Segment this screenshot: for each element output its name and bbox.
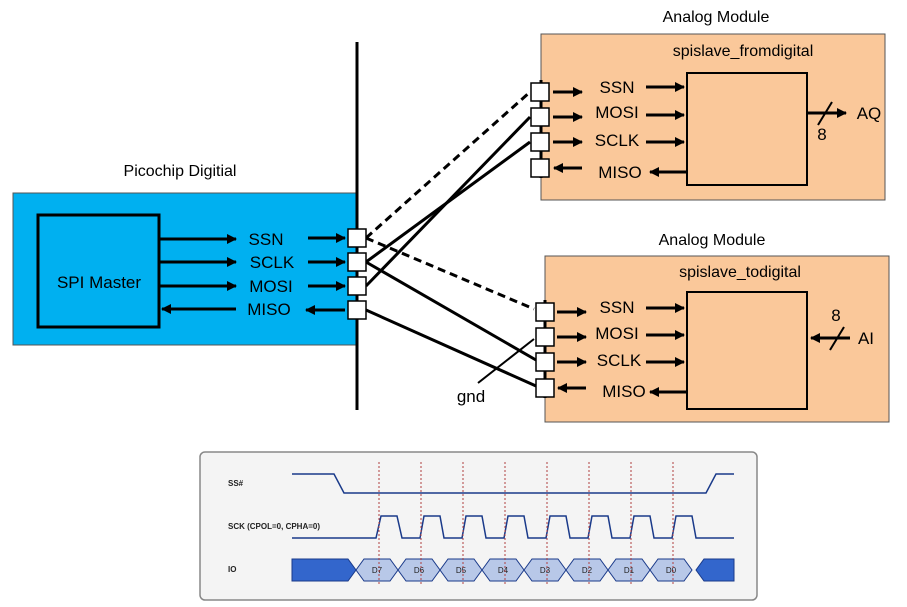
module-bottom-signal-ssn: SSN — [600, 298, 635, 317]
ai-bus-label: AI — [858, 329, 874, 348]
module-top-signal-sclk: SCLK — [595, 131, 640, 150]
module-bottom-signal-miso: MISO — [602, 382, 645, 401]
module-top-pin-miso — [530, 158, 550, 178]
picochip-title: Picochip Digitial — [124, 163, 237, 180]
module-bottom-pin-miso — [535, 378, 555, 398]
module-top-inner-block — [686, 72, 808, 186]
io-bit-label: D4 — [498, 566, 509, 575]
ai-bus-width: 8 — [831, 306, 840, 325]
module-top-signal-miso: MISO — [598, 163, 641, 182]
module-bottom-inner-block — [686, 291, 808, 410]
timing-row-ss: SS# — [228, 479, 244, 488]
module-bottom-signal-mosi: MOSI — [595, 324, 638, 343]
wire-ssn-bottom-dashed — [365, 236, 535, 311]
module-bottom-pin-mosi — [535, 327, 555, 347]
io-bit-label: D7 — [372, 566, 383, 575]
module-top-pin-sclk — [530, 132, 550, 152]
ai-bus-slash — [829, 326, 845, 351]
module-bottom-pin-sclk — [535, 352, 555, 372]
wire-miso-bottom — [365, 308, 537, 388]
spi-master-label: SPI Master — [57, 273, 141, 292]
io-bit-label: D0 — [666, 566, 677, 575]
spi-master-block — [36, 213, 161, 329]
module-bottom-block-title: spislave_todigital — [679, 264, 801, 281]
sck-waveform — [292, 515, 734, 539]
picochip-signal-miso: MISO — [247, 300, 290, 319]
gnd-label: gnd — [457, 387, 485, 406]
io-bit-label: D5 — [456, 566, 467, 575]
picochip-pin-ssn — [347, 228, 367, 248]
picochip-signal-ssn: SSN — [249, 230, 284, 249]
picochip-signal-sclk: SCLK — [250, 253, 295, 272]
io-idle-end — [695, 558, 735, 582]
module-top-title: Analog Module — [663, 9, 770, 26]
io-bit-cells: D7 D6 D5 D4 D3 D2 D1 D0 — [355, 558, 693, 582]
picochip-pin-sclk — [347, 252, 367, 272]
module-bottom-title: Analog Module — [659, 232, 766, 249]
module-top-pin-ssn — [530, 82, 550, 102]
picochip-pin-mosi — [347, 276, 367, 296]
aq-bus-width: 8 — [817, 125, 826, 144]
io-bit-label: D2 — [582, 566, 593, 575]
aq-bus-label: AQ — [857, 104, 882, 123]
io-bit-label: D1 — [624, 566, 635, 575]
ss-waveform — [292, 473, 734, 494]
wire-sclk-bottom — [365, 260, 537, 362]
wire-gnd-mosi — [477, 338, 535, 384]
picochip-signal-mosi: MOSI — [249, 277, 292, 296]
edge-markers — [378, 462, 674, 586]
module-top-signal-ssn: SSN — [600, 78, 635, 97]
aq-bus-slash — [817, 101, 833, 126]
module-top-signal-mosi: MOSI — [595, 103, 638, 122]
module-top-block-title: spislave_fromdigital — [673, 43, 814, 60]
timing-row-sck: SCK (CPOL=0, CPHA=0) — [228, 522, 320, 531]
module-bottom-signal-sclk: SCLK — [597, 351, 642, 370]
module-top-pin-mosi — [530, 107, 550, 127]
timing-diagram: SS# SCK (CPOL=0, CPHA=0) IO D7 D6 D5 D4 D3 D2… — [199, 451, 758, 601]
io-bit-label: D6 — [414, 566, 425, 575]
picochip-pin-miso — [347, 300, 367, 320]
io-bit-cell — [649, 558, 693, 582]
io-bit-label: D3 — [540, 566, 551, 575]
io-idle-start — [291, 558, 357, 582]
module-bottom-pin-ssn — [535, 302, 555, 322]
wire-sclk-top — [365, 140, 531, 264]
timing-row-io: IO — [228, 565, 236, 574]
wire-ssn-top-dashed — [365, 90, 531, 240]
